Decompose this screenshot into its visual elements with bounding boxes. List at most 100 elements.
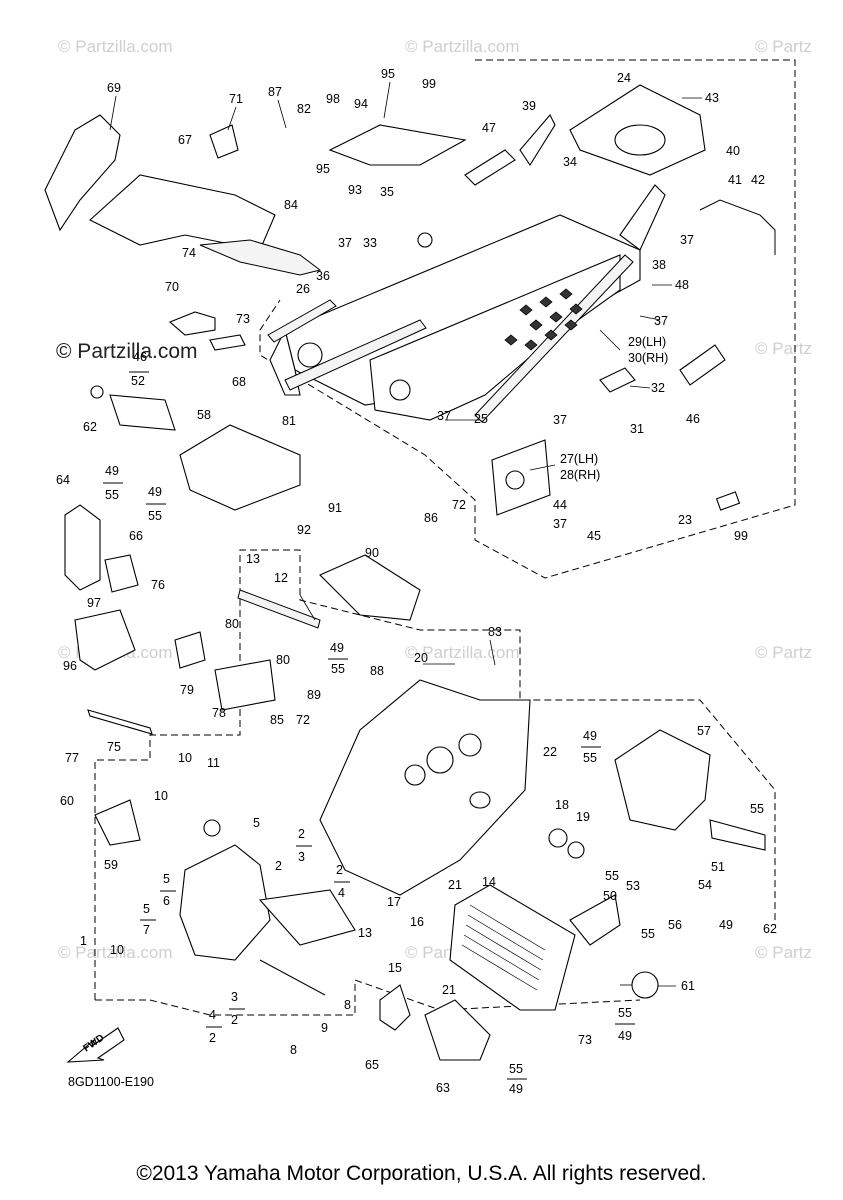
callout: 21	[442, 983, 456, 997]
watermark: © Partzilla.com	[58, 37, 173, 56]
callout: 20	[414, 651, 428, 665]
callout: 64	[56, 473, 70, 487]
tunnel-assembly	[267, 84, 776, 516]
callout: 33	[363, 236, 377, 250]
tunnel-hole	[297, 342, 323, 368]
callout: 48	[675, 278, 689, 292]
callout: 76	[151, 578, 165, 592]
cradle-hole	[426, 746, 454, 774]
callout: 77	[65, 751, 79, 765]
part-11	[203, 819, 221, 837]
callout: 74	[182, 246, 196, 260]
rod-75	[87, 709, 153, 735]
callout: 23	[678, 513, 692, 527]
callout: 22	[543, 745, 557, 759]
bracket-53	[569, 894, 621, 946]
callout: 98	[326, 92, 340, 106]
callout: 91	[328, 501, 342, 515]
bracket-68	[209, 334, 246, 351]
cover-65	[379, 984, 411, 1031]
bracket-67-arm	[199, 239, 322, 276]
panel-96	[74, 609, 136, 671]
callout: 10	[154, 789, 168, 803]
callout: 28(RH)	[560, 468, 600, 482]
callout: 16	[410, 915, 424, 929]
callout: 8	[344, 998, 351, 1012]
callout: 17	[387, 895, 401, 909]
callout: 90	[365, 546, 379, 560]
callout: 13	[246, 552, 260, 566]
callout: 55	[618, 1006, 632, 1020]
callout: 46	[686, 412, 700, 426]
callout: 47	[482, 121, 496, 135]
callout: 88	[370, 664, 384, 678]
callout: 49	[719, 918, 733, 932]
callout: 80	[225, 617, 239, 631]
callout: 55	[605, 869, 619, 883]
nose-69	[44, 114, 121, 232]
callout: 10	[110, 943, 124, 957]
callout: 37	[680, 233, 694, 247]
heat-exchanger-14	[449, 884, 576, 1011]
callout: 49	[509, 1082, 523, 1096]
callout: 86	[424, 511, 438, 525]
upper-frame-outline	[259, 59, 796, 579]
watermark: © Partz	[755, 37, 812, 56]
cradle-boss	[469, 791, 491, 809]
callout: 31	[630, 422, 644, 436]
callout: 50	[603, 889, 617, 903]
callout: 95	[381, 67, 395, 81]
tunnel-hole	[417, 232, 433, 248]
front-frame-arm	[258, 889, 356, 946]
callout: 93	[348, 183, 362, 197]
callout: 73	[578, 1033, 592, 1047]
callout: 51	[711, 860, 725, 874]
callout: 39	[522, 99, 536, 113]
brace-38	[619, 184, 666, 251]
callout: 5	[163, 872, 170, 886]
plate-52	[109, 394, 176, 431]
callout: 37	[437, 409, 451, 423]
callout: 3	[298, 850, 305, 864]
tunnel-vents	[504, 288, 583, 351]
callout: 99	[422, 77, 436, 91]
callout: 5	[143, 902, 150, 916]
exchanger-fins	[461, 904, 546, 991]
callout: 43	[705, 91, 719, 105]
rail-81	[284, 319, 427, 391]
callout: 62	[83, 420, 97, 434]
diagram-code: 8GD1100-E190	[68, 1075, 154, 1089]
callout: 70	[165, 280, 179, 294]
callout: 85	[270, 713, 284, 727]
callout: 55	[148, 509, 162, 523]
label-99	[715, 491, 741, 511]
callout: 71	[229, 92, 243, 106]
watermark: © Partzilla.com	[405, 37, 520, 56]
lower-frame-outline	[94, 549, 776, 1000]
callout: 25	[474, 412, 488, 426]
callout: 89	[307, 688, 321, 702]
cradle-hole	[458, 733, 482, 757]
callout: 9	[321, 1021, 328, 1035]
front-nose	[44, 114, 322, 351]
callout: 19	[576, 810, 590, 824]
callout: 4	[338, 886, 345, 900]
callout: 55	[750, 802, 764, 816]
callout: 92	[297, 523, 311, 537]
callout: 82	[297, 102, 311, 116]
callout: 37	[553, 413, 567, 427]
callout: 55	[331, 662, 345, 676]
callout: 36	[316, 269, 330, 283]
callout: 55	[509, 1062, 523, 1076]
callout: 6	[163, 894, 170, 908]
callout: 54	[698, 878, 712, 892]
callout: 10	[178, 751, 192, 765]
callout: 37	[338, 236, 352, 250]
plate-hole	[505, 470, 525, 490]
bracket-59	[94, 799, 141, 846]
callout: 62	[763, 922, 777, 936]
callout: 79	[180, 683, 194, 697]
grommet-62	[90, 385, 104, 399]
callout: 75	[107, 740, 121, 754]
